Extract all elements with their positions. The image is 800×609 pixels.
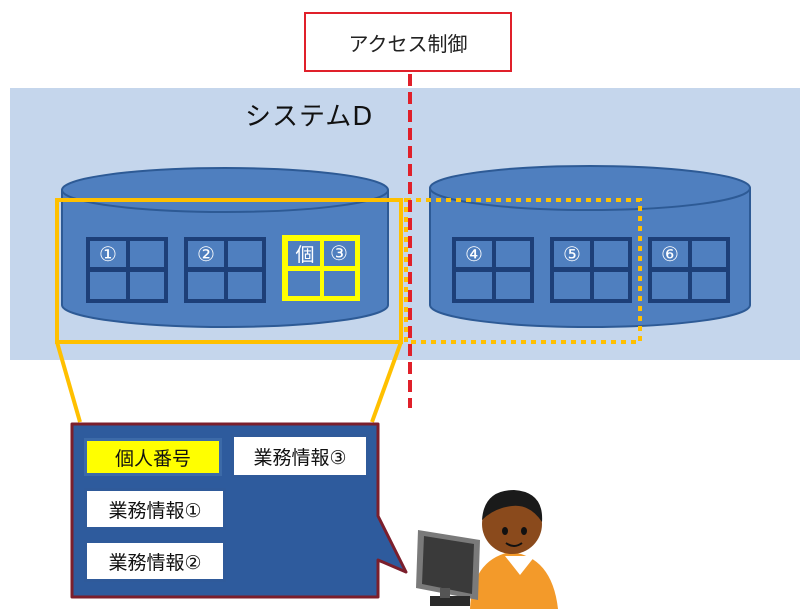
business-info-3-item: 業務情報③: [231, 434, 369, 478]
cell-number-2: ②: [197, 242, 215, 266]
data-cell-3-personal: [282, 235, 360, 301]
cell-number-4: ④: [465, 242, 483, 266]
data-cell-4: [452, 237, 534, 303]
blocked-scope-frame: [404, 198, 642, 344]
cell-number-5: ⑤: [563, 242, 581, 266]
user-at-computer-icon: [416, 490, 558, 609]
cell-number-6: ⑥: [661, 242, 679, 266]
data-cell-5: [550, 237, 632, 303]
access-scope-frame: [55, 198, 403, 344]
personal-number-marker: 個: [295, 243, 315, 266]
data-cell-2: [184, 237, 266, 303]
personal-number-item: 個人番号: [84, 438, 222, 476]
cell-number-3: ③: [330, 241, 348, 265]
callout-pointer-left: [55, 341, 82, 423]
system-title: システムD: [245, 102, 374, 132]
business-info-1-item: 業務情報①: [84, 488, 226, 530]
access-control-label: アクセス制御: [304, 12, 512, 72]
callout-pointer-right: [370, 341, 403, 423]
cell-number-1: ①: [99, 242, 117, 266]
business-info-2-item: 業務情報②: [84, 540, 226, 582]
data-cell-1: [86, 237, 168, 303]
data-cell-6: [648, 237, 730, 303]
